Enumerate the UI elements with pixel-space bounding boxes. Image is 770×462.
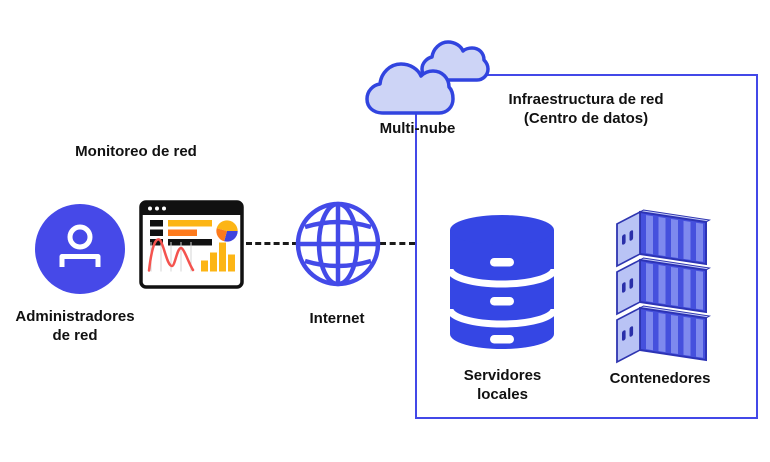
- connector-dashboard-internet: [246, 242, 298, 245]
- datacenter-zone-title: Infraestructura de red (Centro de datos): [508, 91, 664, 127]
- containers-label: Contenedores: [609, 370, 711, 387]
- line-chart-glyph: [147, 238, 195, 272]
- monitoring-section-title: Monitoreo de red: [75, 143, 197, 160]
- monitoring-dashboard-icon: [139, 200, 244, 289]
- connector-internet-datacenter: [380, 242, 415, 245]
- multicloud-clouds-icon: [365, 40, 490, 115]
- person-glyph: [59, 224, 101, 267]
- pie-chart-glyph: [216, 220, 238, 242]
- datacenter-zone-box: [415, 74, 758, 419]
- servers-label: Servidores locales: [463, 367, 542, 403]
- containers-stack-icon: [616, 209, 711, 364]
- admins-label: Administradores de red: [15, 308, 135, 344]
- network-admin-icon: [35, 204, 125, 294]
- internet-label: Internet: [309, 310, 365, 327]
- internet-globe-icon: [295, 201, 381, 287]
- bar-chart-glyph: [201, 242, 235, 272]
- local-servers-database-icon: [448, 215, 556, 349]
- multicloud-label: Multi-nube: [379, 120, 456, 137]
